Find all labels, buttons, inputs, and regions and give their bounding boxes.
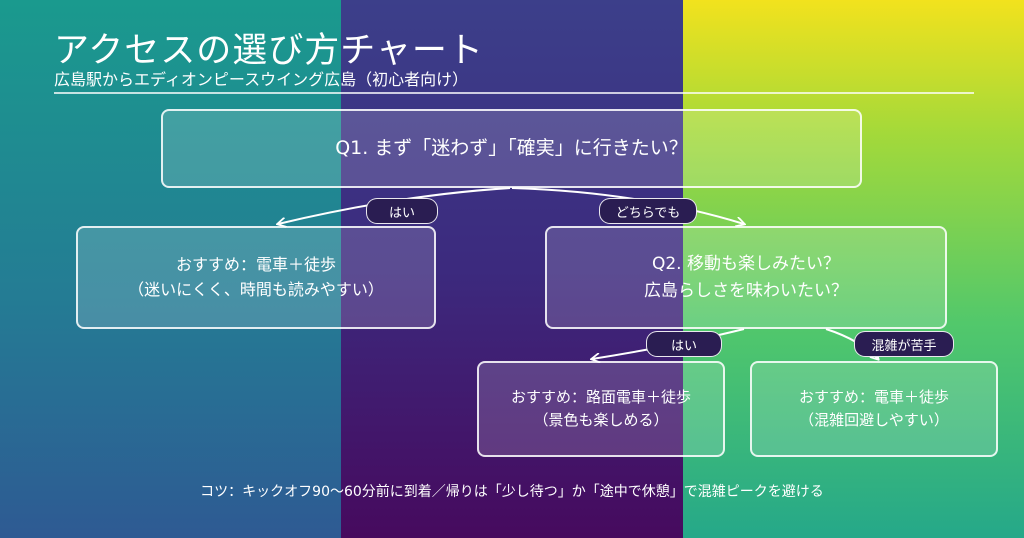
recommendation-tram-walk-box: おすすめ：路面電車＋徒歩 （景色も楽しめる） (477, 361, 725, 457)
background-middle-panel (341, 0, 683, 538)
recommendation-train-walk-box: おすすめ：電車＋徒歩 （迷いにくく、時間も読みやすい） (76, 226, 436, 329)
question-1-text: Q1. まず「迷わず」「確実」に行きたい？ (335, 136, 688, 159)
branch-label-either: どちらでも (599, 198, 697, 224)
header-divider (54, 92, 974, 94)
branch-label-dislike-crowds: 混雑が苦手 (854, 331, 954, 357)
background-right-panel (683, 0, 1024, 538)
recommendation-a-line2: （迷いにくく、時間も読みやすい） (128, 279, 384, 299)
recommendation-c-line1: おすすめ：電車＋徒歩 (798, 387, 949, 406)
page-title: アクセスの選び方チャート (54, 31, 484, 71)
recommendation-b-line1: おすすめ：路面電車＋徒歩 (510, 387, 691, 406)
recommendation-avoid-crowds-box: おすすめ：電車＋徒歩 （混雑回避しやすい） (750, 361, 998, 457)
question-2-line1: Q2. 移動も楽しみたい？ (651, 254, 840, 275)
question-2-box: Q2. 移動も楽しみたい？ 広島らしさを味わいたい？ (545, 226, 947, 329)
background-left-panel (0, 0, 341, 538)
page-subtitle: 広島駅からエディオンピースウイング広島（初心者向け） (54, 70, 469, 89)
recommendation-a-line1: おすすめ：電車＋徒歩 (175, 254, 336, 274)
recommendation-b-line2: （景色も楽しめる） (533, 411, 669, 429)
branch-label-yes-1: はい (366, 198, 438, 224)
question-2-line2: 広島らしさを味わいたい？ (644, 280, 848, 301)
question-1-box: Q1. まず「迷わず」「確実」に行きたい？ (161, 109, 862, 188)
branch-label-yes-2: はい (646, 331, 722, 357)
footer-tip: コツ：キックオフ90〜60分前に到着／帰りは「少し待つ」か「途中で休憩」で混雑ピ… (200, 484, 824, 500)
recommendation-c-line2: （混雑回避しやすい） (799, 411, 949, 429)
